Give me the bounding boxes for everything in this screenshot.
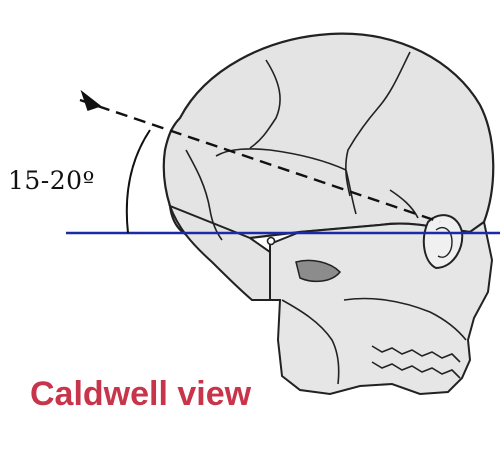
view-title: Caldwell view xyxy=(30,375,251,414)
skull-illustration xyxy=(164,34,493,394)
cranium-outline xyxy=(164,34,493,240)
angle-arc xyxy=(127,130,150,233)
ear-canal xyxy=(268,238,275,245)
angle-label: 15-20º xyxy=(8,166,95,195)
central-ray-arrowhead xyxy=(82,92,100,110)
